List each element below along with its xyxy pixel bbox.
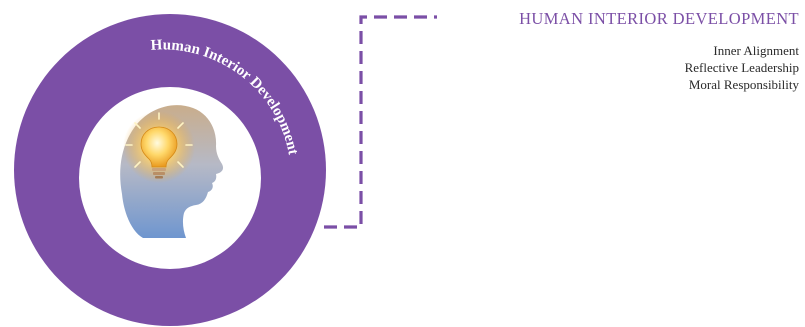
panel-list: Inner Alignment Reflective Leadership Mo…	[685, 42, 799, 93]
panel-item-moral-responsibility: Moral Responsibility	[688, 77, 799, 92]
panel-item-reflective-leadership: Reflective Leadership	[684, 60, 799, 75]
panel-heading: HUMAN INTERIOR DEVELOPMENT	[519, 9, 799, 28]
light-bulb-icon	[125, 112, 193, 179]
panel-item-inner-alignment: Inner Alignment	[713, 43, 799, 58]
dashed-connector	[324, 15, 437, 229]
